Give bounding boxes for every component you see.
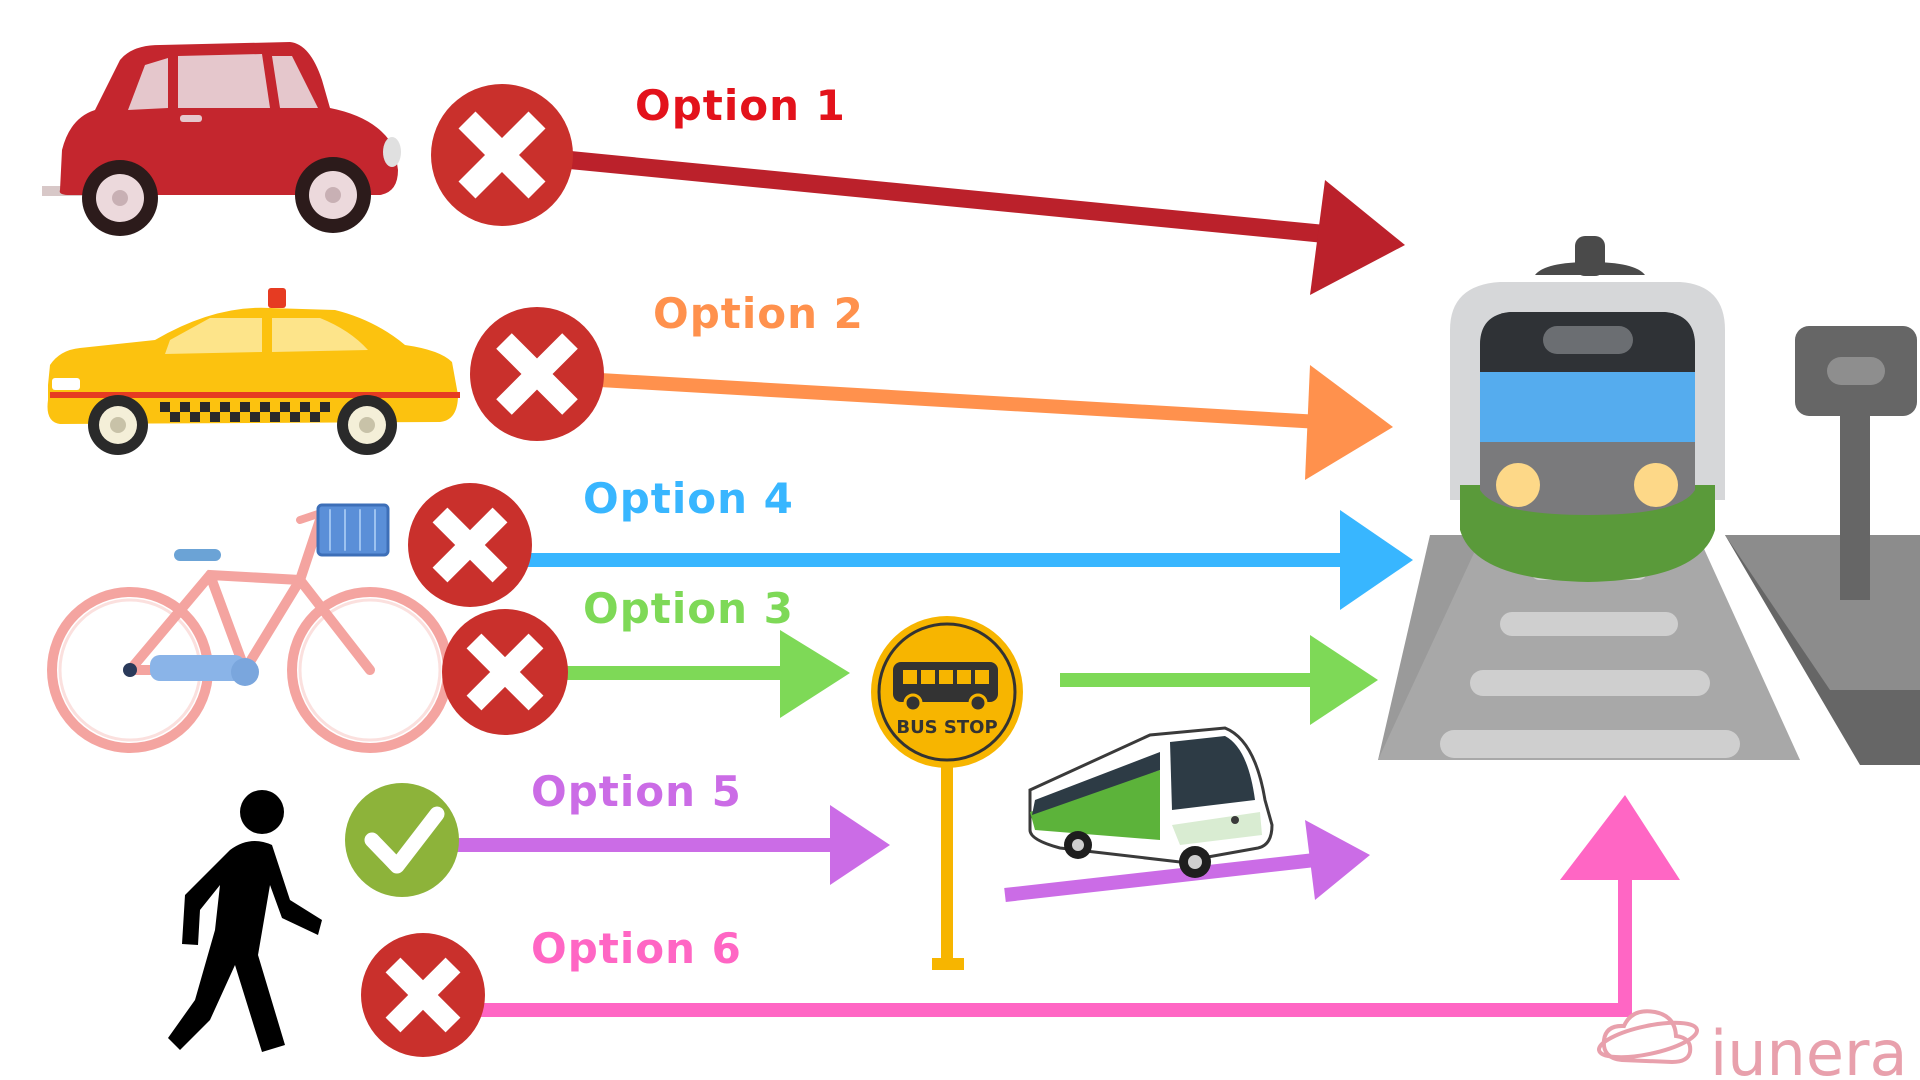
arrow-option-3-leg-1 bbox=[560, 630, 850, 718]
arrow-option-2 bbox=[599, 365, 1393, 480]
arrow-option-3-leg-2 bbox=[1060, 635, 1378, 725]
arrow-option-4 bbox=[525, 510, 1413, 610]
train-station-icon bbox=[1378, 236, 1920, 765]
arrow-option-1 bbox=[569, 151, 1405, 295]
bus-icon bbox=[893, 662, 998, 713]
red-car-icon bbox=[42, 42, 401, 236]
taxi-icon bbox=[47, 288, 460, 455]
status-cross-option-6 bbox=[361, 933, 485, 1057]
cloud-icon bbox=[1597, 1009, 1699, 1065]
bus-icon-large bbox=[1028, 726, 1274, 878]
option-4-label: Option 4 bbox=[583, 474, 794, 523]
brand-name: iunera bbox=[1710, 1017, 1907, 1080]
arrow-option-5-leg-2 bbox=[1004, 820, 1370, 902]
status-cross-option-2 bbox=[470, 307, 604, 441]
status-check-option-5 bbox=[345, 783, 459, 897]
status-cross-option-4 bbox=[408, 483, 532, 607]
option-3-label: Option 3 bbox=[583, 584, 794, 633]
arrow-option-5-leg-1 bbox=[455, 805, 890, 885]
bus-stop-sign: BUS STOP bbox=[871, 616, 1023, 970]
status-cross-option-3 bbox=[442, 609, 568, 735]
option-2-label: Option 2 bbox=[653, 289, 864, 338]
option-6-label: Option 6 bbox=[531, 924, 742, 973]
option-5-label: Option 5 bbox=[531, 767, 742, 816]
bicycle-icon bbox=[47, 503, 453, 753]
walking-person-icon bbox=[168, 790, 322, 1052]
arrow-option-6 bbox=[480, 795, 1680, 1017]
status-cross-option-1 bbox=[431, 84, 573, 226]
option-1-label: Option 1 bbox=[635, 81, 846, 130]
brand-logo: iunera bbox=[1597, 1009, 1907, 1080]
bus-stop-label: BUS STOP bbox=[896, 717, 997, 738]
